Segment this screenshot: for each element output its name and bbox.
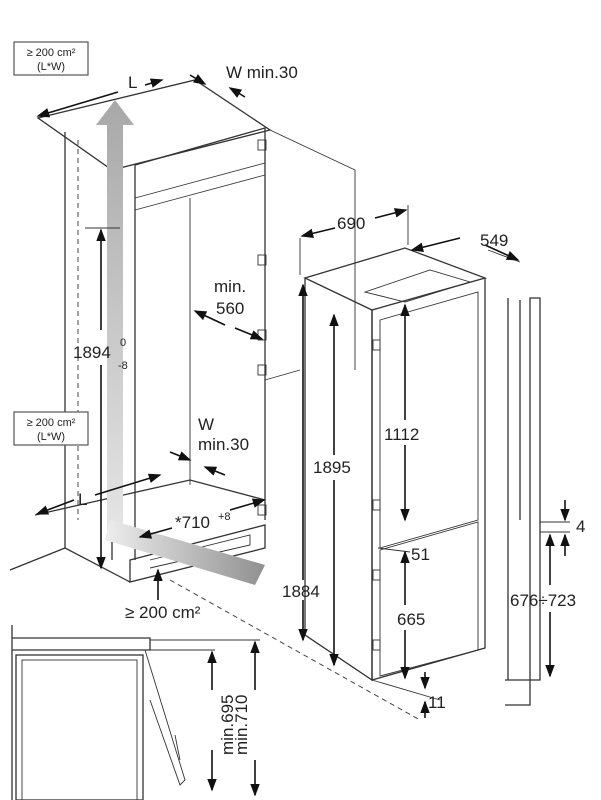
door-min-695: min.695 bbox=[218, 695, 237, 755]
top-W-label: W min.30 bbox=[226, 63, 298, 82]
niche-width-tol: +8 bbox=[218, 511, 231, 523]
bottom-vent-label: ≥ 200 cm² (L*W) bbox=[13, 411, 89, 446]
side-gap: 4 bbox=[576, 517, 585, 536]
side-range: 676÷723 bbox=[510, 591, 576, 610]
niche-width: *710 bbox=[175, 513, 210, 532]
niche-height-tol-upper: 0 bbox=[120, 337, 126, 349]
bottom-vent-formula: (L*W) bbox=[37, 431, 65, 443]
top-vent-area: ≥ 200 cm² bbox=[27, 47, 76, 59]
plinth-vent-area: ≥ 200 cm² bbox=[125, 603, 201, 622]
appliance-depth: 549 bbox=[480, 231, 508, 250]
lower-door-height: 665 bbox=[397, 610, 425, 629]
bottom-offset: 11 bbox=[428, 693, 446, 712]
top-vent-formula: (L*W) bbox=[37, 61, 65, 73]
niche-depth-value: 560 bbox=[216, 299, 244, 318]
niche-cabinet bbox=[9, 79, 421, 721]
door-gap: 51 bbox=[411, 545, 430, 564]
door-detail bbox=[11, 625, 260, 800]
bottom-L-label: L bbox=[78, 490, 87, 509]
upper-door-height: 1112 bbox=[384, 425, 419, 444]
appliance-width: 690 bbox=[337, 214, 365, 233]
niche-height-tol-lower: -8 bbox=[118, 360, 128, 372]
appliance-height-body: 1884 bbox=[282, 582, 320, 601]
side-profile bbox=[505, 297, 570, 706]
bottom-W-min: min.30 bbox=[198, 435, 249, 454]
top-vent-label: ≥ 200 cm² (L*W) bbox=[13, 41, 89, 76]
bottom-W-label: W bbox=[198, 415, 214, 434]
niche-height: 1894 bbox=[73, 343, 111, 362]
vent-airflow-arrow-up bbox=[96, 100, 134, 540]
appliance-height-total: 1895 bbox=[313, 458, 351, 477]
bottom-vent-area: ≥ 200 cm² bbox=[27, 417, 76, 429]
top-L-label: L bbox=[128, 73, 137, 92]
niche-depth-label: min. bbox=[214, 277, 246, 296]
door-min-710: min.710 bbox=[232, 695, 251, 755]
